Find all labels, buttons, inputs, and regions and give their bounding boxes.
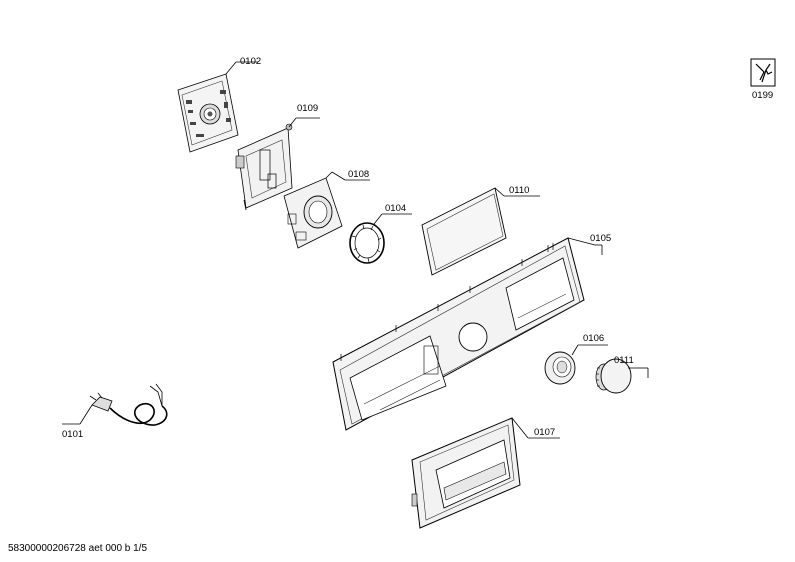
part-label-0104: 0104 [385, 203, 406, 214]
part-label-0199: 0199 [752, 90, 773, 101]
part-label-0106: 0106 [583, 333, 604, 344]
part-label-0107: 0107 [534, 427, 555, 438]
wrench-service-icon[interactable] [750, 58, 776, 87]
part-0102-control-board[interactable] [177, 61, 258, 153]
part-label-0110: 0110 [509, 185, 529, 196]
part-label-0108: 0108 [348, 169, 369, 180]
part-label-0105: 0105 [590, 233, 611, 244]
part-label-0101: 0101 [62, 429, 83, 440]
part-0105-control-panel[interactable] [332, 237, 603, 431]
part-label-0102: 0102 [240, 56, 261, 67]
part-0106-knob[interactable] [544, 344, 608, 385]
part-0110-display-window[interactable] [421, 187, 540, 276]
part-0101-power-cable[interactable] [62, 383, 168, 426]
part-label-0109: 0109 [297, 103, 318, 114]
part-0109-bracket[interactable] [235, 117, 320, 211]
part-0108-knob-housing[interactable] [283, 171, 370, 249]
part-0111-knob-cap[interactable] [595, 358, 649, 394]
part-0104-ring[interactable] [349, 213, 412, 264]
document-number: 58300000206728 aet 000 b 1/5 [8, 543, 148, 554]
part-0107-drawer-handle[interactable] [411, 417, 560, 529]
part-label-0111: 0111 [614, 355, 634, 366]
